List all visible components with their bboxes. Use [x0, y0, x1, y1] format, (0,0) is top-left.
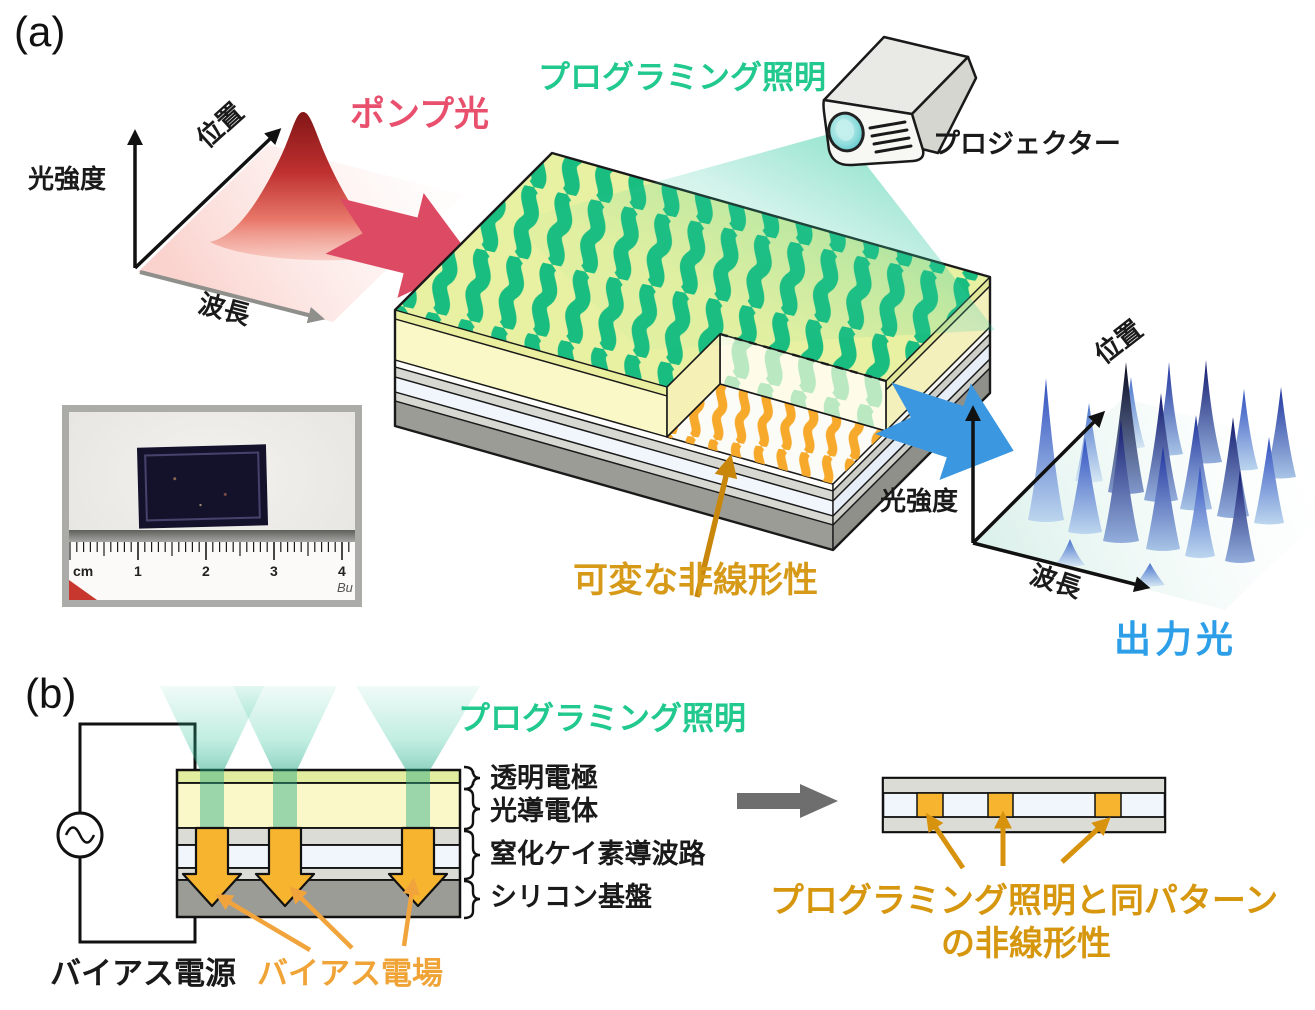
- output-peaks: [1028, 360, 1296, 587]
- ruler-brand-label: Bu: [337, 580, 353, 595]
- nonlinear-region: [1094, 792, 1122, 818]
- projector-vents-icon: [868, 120, 913, 154]
- pump-gaussian-peak: [210, 112, 392, 261]
- output-light-label: 出力光: [1114, 619, 1237, 660]
- ruler-unit-label: cm: [73, 563, 93, 579]
- input-depth-axis-label: 位置: [191, 97, 250, 154]
- panel-b: (b): [25, 670, 1278, 991]
- projector-label: プロジェクター: [933, 129, 1121, 159]
- photo-chip-sample: [136, 444, 269, 529]
- illumination-cones: [160, 686, 480, 828]
- pump-light-label: ポンプ光: [350, 94, 489, 134]
- layer-label-electrode: 透明電極: [490, 763, 598, 793]
- layer-label-waveguide: 窒化ケイ素導波路: [490, 838, 706, 869]
- ruler-number: 2: [202, 563, 210, 579]
- bias-field-annotation: バイアス電源 バイアス電場: [50, 877, 443, 991]
- output-spectrum-plot: 光強度 位置 波長: [879, 314, 1315, 610]
- ruler-red-mark: [69, 580, 97, 600]
- result-caption-line1: プログラミング照明と同パターン: [770, 882, 1278, 920]
- transform-arrow: [737, 784, 838, 818]
- input-y-axis-label: 光強度: [27, 164, 106, 194]
- projector-icon: [822, 35, 978, 167]
- layer-braces: [463, 765, 481, 920]
- chip-outline: [393, 151, 992, 552]
- photo-ruler: cm 1 2 3 4 Bu: [69, 530, 355, 600]
- nonlinear-region: [987, 792, 1014, 818]
- programming-illumination-label-a: プログラミング照明: [538, 59, 826, 95]
- panel-a: (a) 光強度 位置 波長: [14, 8, 1315, 660]
- ruler-number: 1: [134, 563, 142, 579]
- ruler-number: 3: [270, 563, 278, 579]
- patterned-device: プログラミング照明と同パターン の非線形性: [770, 776, 1278, 963]
- bias-field-label: バイアス電場: [257, 956, 443, 991]
- nonlinearity-arrow: [694, 454, 738, 598]
- sine-wave-icon: [64, 826, 96, 844]
- output-wavelength-axis: [972, 541, 1151, 593]
- result-caption-line2: の非線形性: [941, 925, 1111, 963]
- output-y-axis-label: 光強度: [879, 486, 958, 516]
- panel-a-label: (a): [14, 8, 65, 55]
- output-position-axis: [971, 410, 1106, 545]
- panel-b-label: (b): [25, 670, 76, 717]
- bias-source-label: バイアス電源: [50, 956, 236, 991]
- input-spectrum-plot: 光強度 位置 波長: [27, 97, 463, 331]
- nonlinear-region: [916, 792, 944, 818]
- nonlinearity-label: 可変な非線形性: [573, 560, 818, 600]
- programming-illumination-label-b: プログラミング照明: [458, 700, 746, 736]
- projection-cone: [512, 131, 995, 350]
- layer-label-photoconductor: 光導電体: [489, 795, 599, 826]
- layer-label-substrate: シリコン基盤: [490, 882, 653, 912]
- bias-circuit: [56, 722, 197, 944]
- nonlinearity-annotation: 可変な非線形性: [573, 454, 818, 600]
- input-wavelength-axis: [139, 270, 326, 324]
- notch-left-wall: [666, 333, 721, 438]
- input-position-axis: [133, 128, 282, 270]
- photo-inset: cm 1 2 3 4 Bu: [62, 405, 362, 607]
- ruler-ticks: [69, 542, 350, 560]
- output-depth-axis-label: 位置: [1089, 314, 1148, 370]
- ruler-number: 4: [338, 563, 346, 579]
